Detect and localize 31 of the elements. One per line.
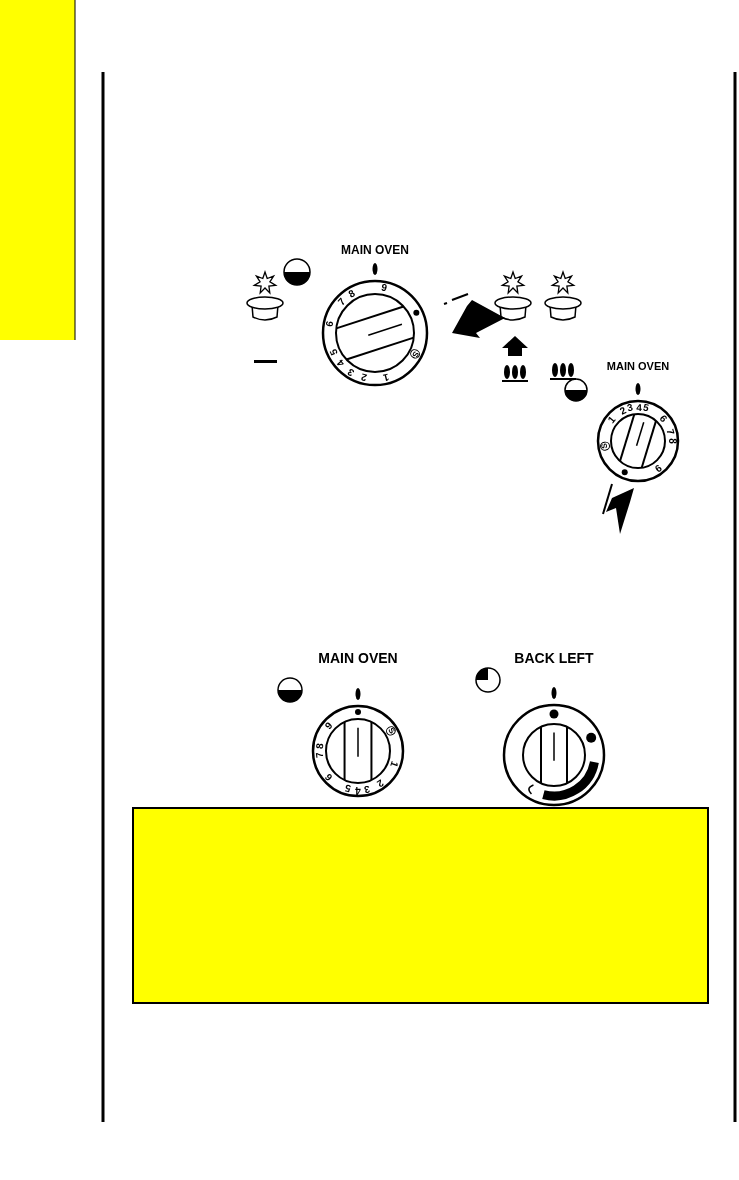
dial-number: 8 — [314, 742, 326, 750]
dial-number: 1 — [388, 759, 400, 768]
dial-number: 3 — [345, 365, 356, 378]
dial-number: 8 — [666, 438, 677, 444]
dial-number: 3 — [362, 783, 371, 794]
dial-number: 4 — [355, 784, 361, 795]
dial-number: 1 — [606, 414, 618, 426]
dial-number: 5 — [641, 402, 650, 414]
dial-number: 9 — [322, 720, 335, 732]
knob-label: MAIN OVEN — [605, 361, 671, 372]
knob-label: BACK LEFT — [513, 651, 595, 665]
dial-number: 3 — [626, 402, 635, 414]
knob-label: MAIN OVEN — [317, 651, 399, 665]
dial-number: 5 — [344, 782, 352, 794]
dial-number: 2 — [374, 777, 385, 789]
dial-number: 7 — [336, 296, 348, 308]
dial-number: 5 — [328, 347, 340, 357]
dial-number: 2 — [618, 405, 628, 417]
dial-number: 7 — [664, 428, 676, 437]
dial-number: 6 — [657, 413, 669, 425]
dial-number: 1 — [382, 371, 390, 383]
dial-number: 4 — [335, 358, 347, 369]
dial-number: 6 — [323, 771, 335, 783]
dial-number: 7 — [314, 751, 325, 759]
dial-number: 8 — [347, 287, 358, 300]
knob-label: MAIN OVEN — [340, 244, 410, 256]
dial-number: 9 — [652, 462, 664, 474]
dial-number: 6 — [325, 319, 336, 328]
dial-number: 2 — [360, 371, 368, 383]
dial-number: 9 — [380, 283, 389, 294]
dial-number: 4 — [635, 402, 642, 413]
